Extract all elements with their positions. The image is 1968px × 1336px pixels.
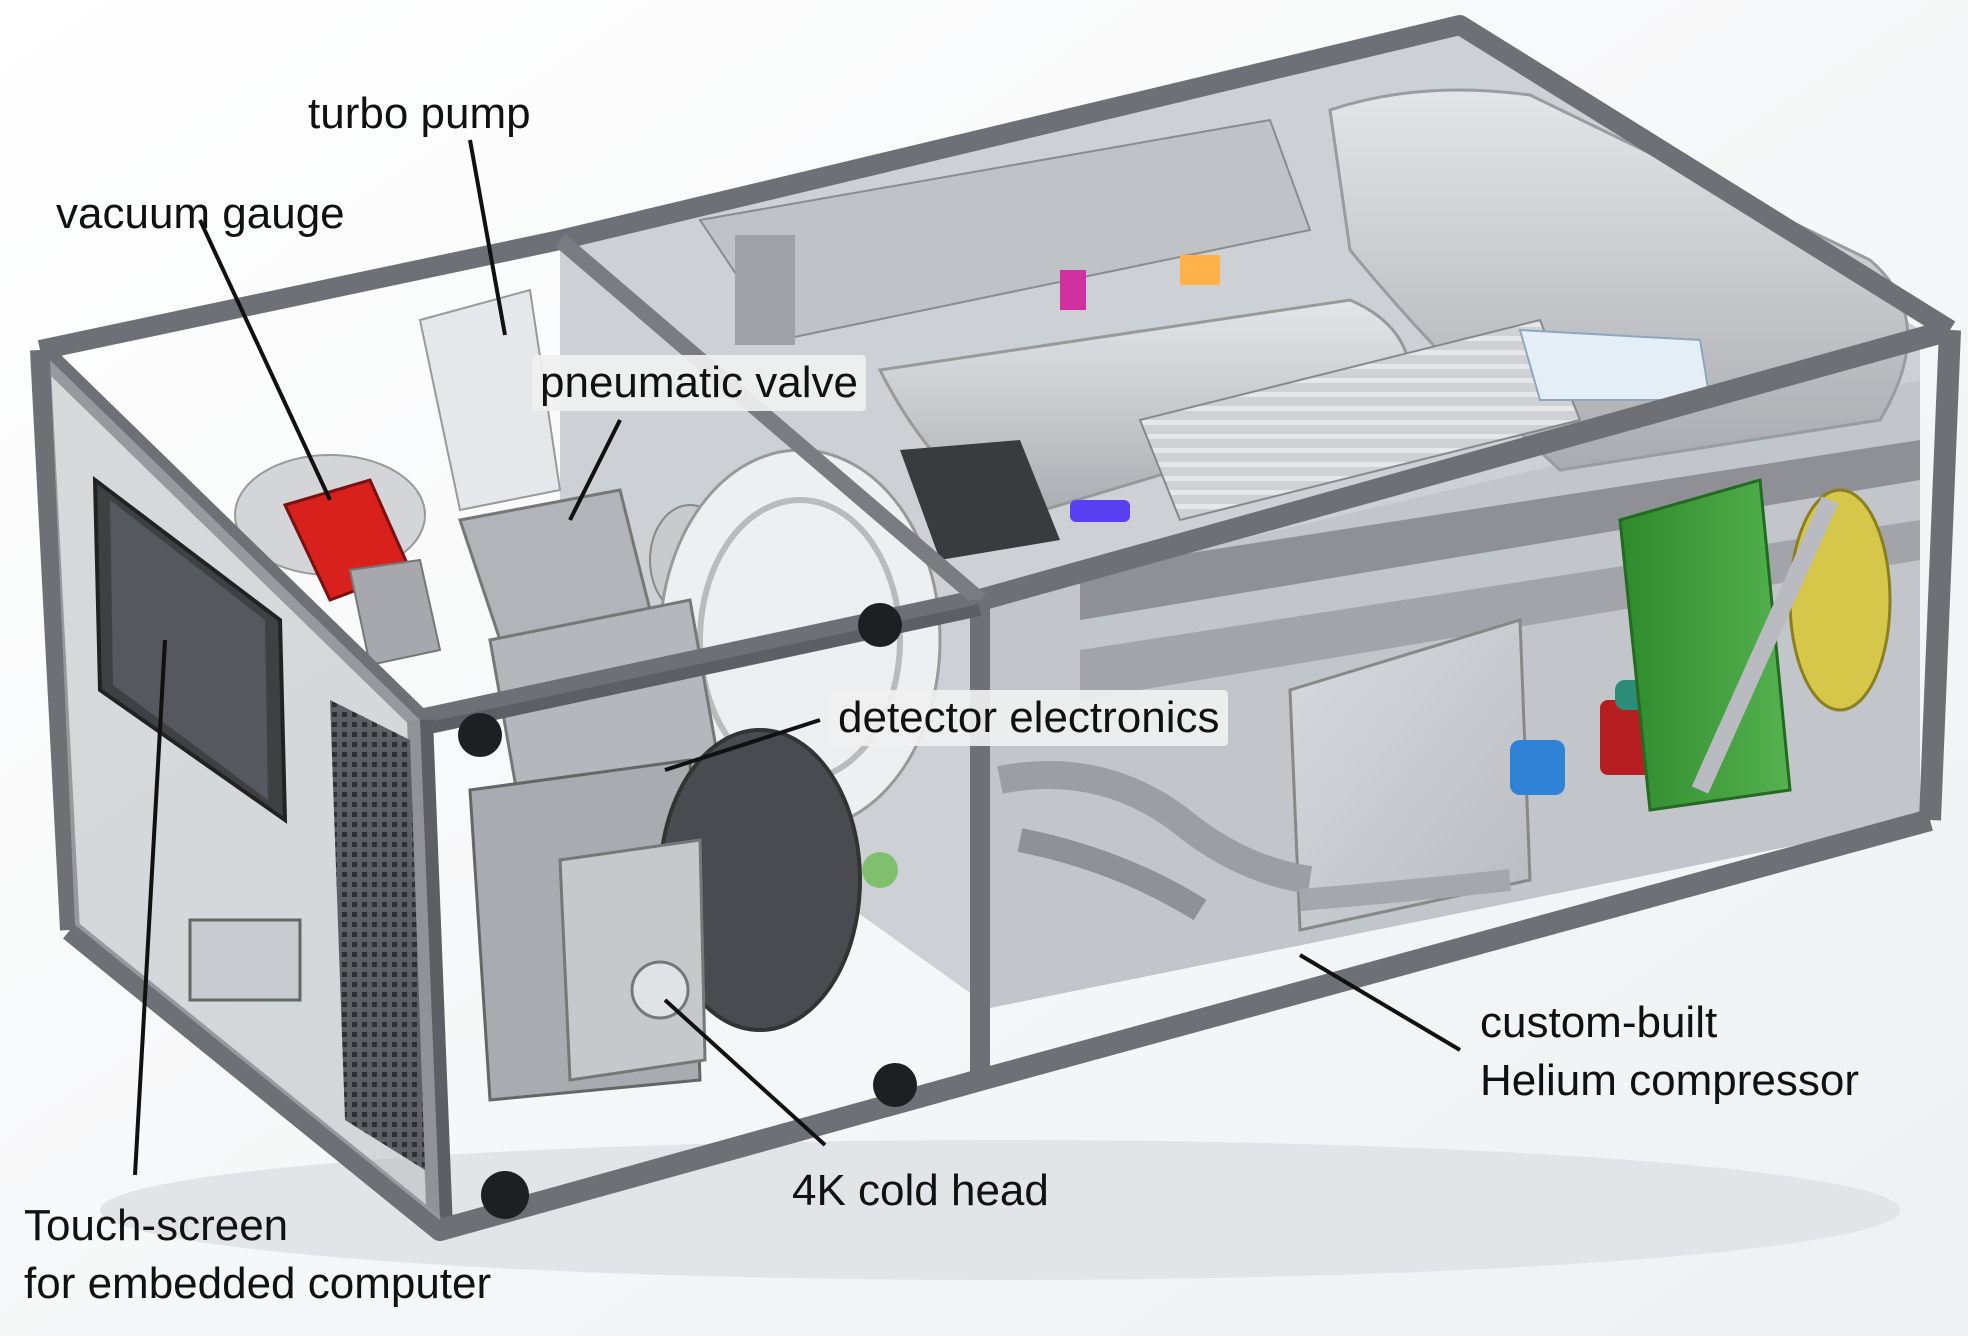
green-circuit-board [1618, 478, 1792, 812]
label-detector-electronics: detector electronics [830, 690, 1228, 746]
floor-shadow [100, 1140, 1900, 1280]
rack-module [735, 235, 795, 345]
vacuum-gauge-body [348, 558, 442, 667]
foot-4 [481, 1171, 529, 1219]
frame-top-back-edge [37, 15, 1956, 360]
left-side-panel [50, 360, 440, 1220]
label-turbo-pump: turbo pump [308, 89, 531, 138]
cold-head-face-plate [558, 838, 707, 1082]
bypass-pipe [1691, 496, 1839, 794]
label-helium-compressor-line2: Helium compressor [1480, 1056, 1859, 1105]
hose-2 [1017, 828, 1207, 921]
compressor-rail-upper [1080, 440, 1920, 620]
label-vacuum-gauge: vacuum gauge [56, 189, 345, 238]
leader-helium-compressor [1298, 953, 1462, 1052]
leader-lines [133, 139, 1462, 1176]
side-connector-panel [188, 918, 302, 1002]
purple-fitting [1070, 500, 1130, 522]
leader-turbo-pump [468, 139, 507, 336]
compressor-housing [1288, 617, 1532, 932]
foot-2 [858, 603, 902, 647]
turbo-pump-body [418, 288, 562, 512]
label-touch-screen-line1: Touch-screen [24, 1201, 289, 1250]
touch-screen-glass [110, 500, 268, 800]
hose-3 [1299, 869, 1512, 911]
green-fitting [862, 852, 898, 888]
label-touch-screen-line2: for embedded computer [24, 1259, 492, 1308]
black-vent-module [900, 440, 1060, 560]
cold-head-shaft [630, 960, 690, 1020]
frame-top-divider [554, 233, 986, 607]
leader-touch-screen [133, 639, 167, 1176]
leader-pneumatic-valve [568, 419, 622, 521]
frame-top-front-edge [32, 319, 1953, 731]
hose-1 [997, 761, 1313, 894]
ventilation-grill [330, 700, 425, 1170]
foot-3 [873, 1063, 917, 1107]
leader-detector-electronics [664, 718, 821, 772]
yellow-compressor-motor [1788, 488, 1892, 712]
label-helium-compressor-line1: custom-built [1480, 998, 1718, 1047]
frame-post-left [30, 349, 80, 931]
leader-vacuum-gauge [198, 219, 332, 501]
frame-bottom-front-edge [63, 809, 1933, 1241]
blue-coupling [1510, 740, 1565, 795]
label-pneumatic-valve: pneumatic valve [532, 355, 866, 411]
frame-post-right [1919, 329, 1961, 821]
power-supply-heatsink [1138, 318, 1582, 522]
interior-components [234, 30, 1920, 1102]
label-cold-head: 4K cold head [792, 1166, 1049, 1215]
magenta-connector [1060, 270, 1086, 310]
orange-connector [1180, 255, 1220, 285]
feet [458, 603, 917, 1219]
foot-1 [458, 713, 502, 757]
label-plate [1518, 328, 1712, 401]
leader-cold-head [663, 998, 827, 1147]
